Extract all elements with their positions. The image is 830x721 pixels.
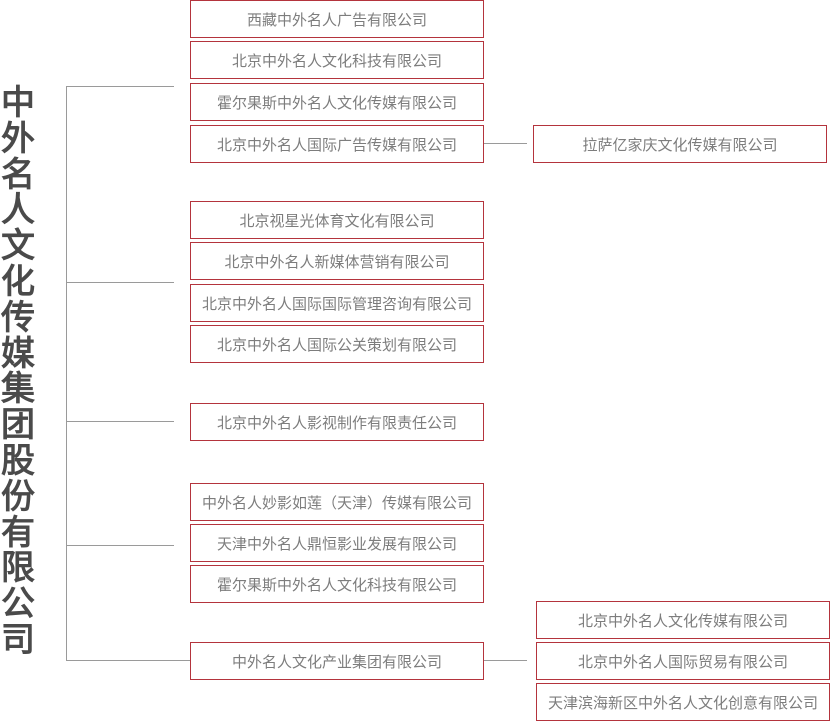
subsidiary-company-box[interactable]: 北京中外名人文化传媒有限公司	[536, 601, 830, 639]
company-box[interactable]: 西藏中外名人广告有限公司	[190, 0, 484, 38]
company-box[interactable]: 北京中外名人国际广告传媒有限公司	[190, 125, 484, 163]
company-box[interactable]: 北京中外名人国际公关策划有限公司	[190, 325, 484, 363]
company-box[interactable]: 北京中外名人文化科技有限公司	[190, 41, 484, 79]
subsidiary-connector-1	[484, 143, 527, 144]
subsidiary-company-box[interactable]: 拉萨亿家庆文化传媒有限公司	[533, 125, 827, 163]
group-1-connector	[66, 86, 174, 87]
company-box[interactable]: 霍尔果斯中外名人文化科技有限公司	[190, 565, 484, 603]
company-box[interactable]: 霍尔果斯中外名人文化传媒有限公司	[190, 83, 484, 121]
company-box[interactable]: 中外名人文化产业集团有限公司	[190, 642, 484, 680]
company-box[interactable]: 北京视星光体育文化有限公司	[190, 201, 484, 239]
company-box[interactable]: 北京中外名人国际国际管理咨询有限公司	[190, 284, 484, 322]
main-vertical-connector	[66, 86, 67, 661]
company-box[interactable]: 北京中外名人新媒体营销有限公司	[190, 242, 484, 280]
subsidiary-company-box[interactable]: 天津滨海新区中外名人文化创意有限公司	[536, 683, 830, 721]
group-2-connector	[66, 282, 174, 283]
subsidiary-company-box[interactable]: 北京中外名人国际贸易有限公司	[536, 642, 830, 680]
subsidiary-connector-5	[484, 660, 527, 661]
company-box[interactable]: 中外名人妙影如莲（天津）传媒有限公司	[190, 483, 484, 521]
company-box[interactable]: 北京中外名人影视制作有限责任公司	[190, 403, 484, 441]
group-4-connector	[66, 545, 174, 546]
root-company-title: 中外名人文化传媒集团股份有限公司	[1, 83, 35, 660]
group-5-connector	[66, 660, 190, 661]
group-3-connector	[66, 421, 174, 422]
company-box[interactable]: 天津中外名人鼎恒影业发展有限公司	[190, 524, 484, 562]
